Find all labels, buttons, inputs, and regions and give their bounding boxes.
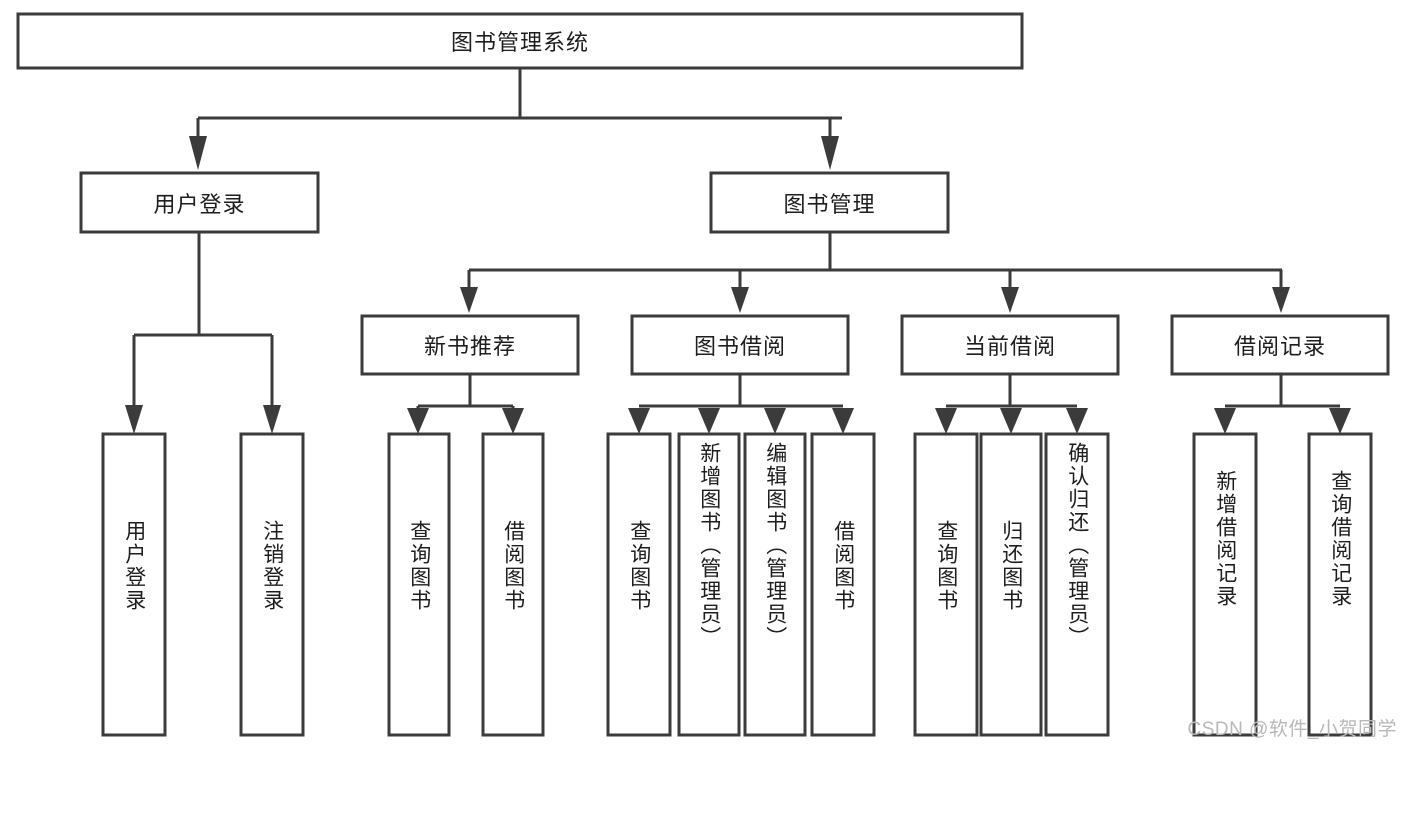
arrow-head-bb-leaf-3 xyxy=(764,408,786,434)
arrow-head-to-current-borrow xyxy=(1001,287,1019,313)
arrow-head-nbr-leaf-1 xyxy=(407,408,429,434)
arrow-head-nbr-leaf-2 xyxy=(502,408,524,434)
arrow-head-to-new-book xyxy=(460,287,478,313)
arrow-head-user-login-leaf-1 xyxy=(125,405,143,434)
arrow-head-br-leaf-1 xyxy=(1214,408,1236,434)
arrow-head-cb-leaf-1 xyxy=(935,408,957,434)
arrow-head-root-to-book-mgmt xyxy=(821,136,839,170)
node-leaf-bb-3-box[interactable] xyxy=(743,432,807,737)
node-leaf-cb-2-box[interactable] xyxy=(979,432,1043,737)
node-book-management-box[interactable] xyxy=(709,171,950,234)
node-book-borrow-box[interactable] xyxy=(630,314,850,376)
hierarchy-diagram: 图书管理系统 用户登录 图书管理 新书推荐 图书借阅 当前借阅 借阅记录 用户登… xyxy=(16,12,1397,740)
node-leaf-bb-1-box[interactable] xyxy=(606,432,672,737)
node-leaf-bb-4-box[interactable] xyxy=(810,432,876,737)
arrow-head-bb-leaf-2 xyxy=(698,408,720,434)
node-leaf-br-1-box[interactable] xyxy=(1192,432,1258,737)
node-borrow-record-box[interactable] xyxy=(1170,314,1390,376)
diagram-canvas xyxy=(16,12,1390,737)
node-current-borrow-box[interactable] xyxy=(900,314,1120,376)
node-leaf-cb-3-box[interactable] xyxy=(1044,432,1110,737)
node-leaf-bb-2-box[interactable] xyxy=(677,432,741,737)
node-root-box[interactable] xyxy=(16,12,1024,70)
arrow-head-user-login-leaf-2 xyxy=(263,405,281,434)
arrow-head-bb-leaf-4 xyxy=(832,408,854,434)
watermark: CSDN @软件_小贺同学 xyxy=(1187,719,1397,740)
node-leaf-user-login-2-box[interactable] xyxy=(239,432,305,737)
arrow-head-to-borrow-record xyxy=(1272,287,1290,313)
node-leaf-cb-1-box[interactable] xyxy=(913,432,979,737)
node-leaf-user-login-1-box[interactable] xyxy=(101,432,167,737)
arrow-head-br-leaf-2 xyxy=(1329,408,1351,434)
arrow-head-cb-leaf-3 xyxy=(1066,408,1088,434)
arrow-head-to-book-borrow xyxy=(731,287,749,313)
arrow-head-cb-leaf-2 xyxy=(1000,408,1022,434)
arrow-head-bb-leaf-1 xyxy=(628,408,650,434)
node-user-login-box[interactable] xyxy=(79,171,320,234)
node-new-book-recommend-box[interactable] xyxy=(360,314,580,376)
node-leaf-br-2-box[interactable] xyxy=(1307,432,1373,737)
node-leaf-nbr-1-box[interactable] xyxy=(387,432,451,737)
node-leaf-nbr-2-box[interactable] xyxy=(481,432,545,737)
arrow-head-root-to-user-login xyxy=(189,136,207,170)
